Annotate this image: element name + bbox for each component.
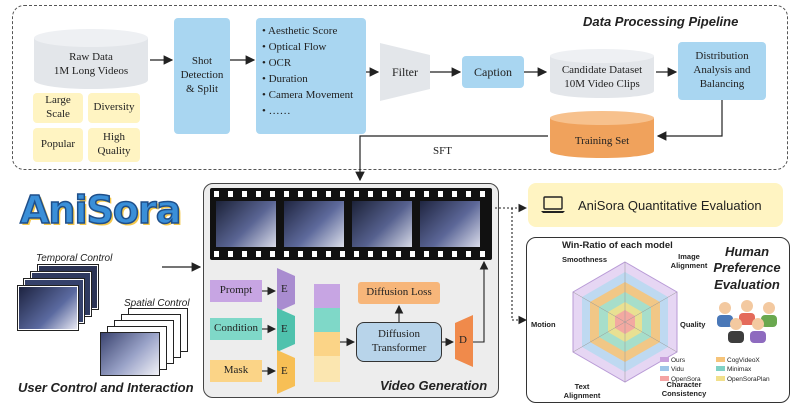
axis-motion: Motion: [531, 320, 556, 329]
metric-optical-flow: • Optical Flow: [262, 40, 327, 53]
tag-large-scale: Large Scale: [33, 93, 83, 123]
encoder-prompt: [277, 268, 295, 312]
human-eval-panel: [526, 237, 790, 403]
metric-ocr: • OCR: [262, 56, 292, 69]
quant-eval-label: AniSora Quantitative Evaluation: [578, 197, 762, 213]
temporal-control-label: Temporal Control: [36, 253, 113, 264]
metric-duration: • Duration: [262, 72, 308, 85]
legend-item-minimax: Minimax: [716, 365, 778, 374]
pipeline-panel: [12, 5, 788, 170]
axis-text-alignment: Text Alignment: [563, 382, 601, 400]
axis-smoothness: Smoothness: [562, 255, 608, 264]
decoder: [455, 315, 473, 367]
caption-box: Caption: [462, 56, 524, 88]
film-frame-4: [420, 201, 480, 247]
mask-input: Mask: [210, 360, 262, 382]
metric-camera: • Camera Movement: [262, 88, 354, 101]
shot-detection-box: Shot Detection & Split: [174, 18, 230, 134]
film-frame-3: [352, 201, 412, 247]
quant-eval-box: AniSora Quantitative Evaluation: [528, 183, 783, 227]
tag-popular: Popular: [33, 128, 83, 162]
temporal-frames: [17, 264, 99, 335]
laptop-icon: [541, 196, 565, 213]
encoder-condition-label: E: [281, 323, 288, 335]
training-set-label: Training Set: [574, 135, 630, 147]
metrics-box: • Aesthetic Score • Optical Flow • OCR •…: [256, 18, 366, 134]
radar-legend: Ours CogVideoX Vidu Minimax OpenSora Ope…: [660, 356, 784, 384]
candidate-cylinder: [550, 49, 654, 98]
anisora-logo: AniSora: [19, 187, 182, 233]
encoder-condition: [277, 308, 295, 352]
training-set-cylinder: [550, 111, 654, 158]
axis-quality: Quality: [680, 320, 706, 329]
user-control-title: User Control and Interaction: [18, 380, 194, 395]
metric-aesthetic: • Aesthetic Score: [262, 25, 338, 37]
legend-item-opensora: OpenSora: [660, 375, 716, 384]
encoder-mask-label: E: [281, 365, 288, 377]
sft-label: SFT: [433, 145, 452, 157]
condition-input: Condition: [210, 318, 262, 340]
encoder-mask: [277, 350, 295, 394]
prompt-input: Prompt: [210, 280, 262, 302]
film-frame-2: [284, 201, 344, 247]
token-stack: [314, 284, 340, 382]
legend-item-vidu: Vidu: [660, 365, 716, 374]
film-strip: [210, 188, 492, 260]
spatial-control-label: Spatial Control: [124, 298, 190, 309]
radar-chart: [572, 261, 678, 383]
decoder-label: D: [459, 334, 467, 346]
diffusion-loss-box: Diffusion Loss: [358, 282, 440, 304]
legend-item-opensoraplan: OpenSoraPlan: [716, 375, 778, 384]
radar-title: Win-Ratio of each model: [562, 240, 673, 251]
filter-shape: [380, 43, 430, 101]
people-icon: [717, 300, 777, 343]
user-arrow: [162, 262, 202, 272]
metric-more: • ……: [262, 104, 291, 117]
generation-title: Video Generation: [380, 378, 488, 393]
axis-character-consistency: Character Consistency: [661, 380, 707, 398]
distribution-box: Distribution Analysis and Balancing: [678, 42, 766, 100]
film-frame-1: [216, 201, 276, 247]
raw-data-cylinder: [34, 29, 148, 89]
tag-high-quality: High Quality: [88, 128, 140, 162]
legend-item-ours: Ours: [660, 356, 716, 365]
pipeline-title: Data Processing Pipeline: [583, 14, 739, 29]
axis-image-alignment: Image Alignment: [670, 252, 708, 270]
spatial-frames: [100, 308, 190, 378]
encoder-prompt-label: E: [281, 283, 288, 295]
tag-diversity: Diversity: [88, 93, 140, 123]
human-eval-title: Human Preference Evaluation: [713, 244, 781, 292]
legend-item-cogvideox: CogVideoX: [716, 356, 778, 365]
filter-label: Filter: [392, 65, 418, 79]
diffusion-transformer-box: Diffusion Transformer: [356, 322, 442, 362]
